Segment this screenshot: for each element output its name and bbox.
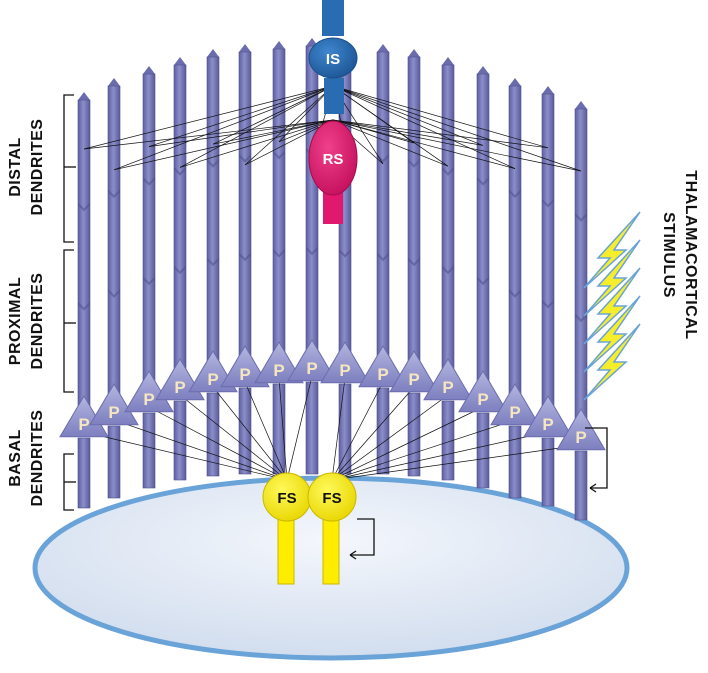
pyramidal-label: P: [542, 415, 553, 434]
pyramidal-cell: P: [358, 345, 408, 388]
fs-label-left: FS: [277, 490, 296, 507]
pyramidal-label: P: [339, 361, 350, 380]
pyramidal-cell: P: [220, 345, 270, 388]
dendrite-column: [142, 66, 156, 489]
pyramidal-label: P: [239, 365, 250, 384]
pyramidal-cell: P: [89, 383, 139, 426]
pyramidal-label: P: [306, 359, 317, 378]
is-cell: IS: [308, 0, 358, 114]
dendrite-column: [407, 49, 421, 477]
lightning-bolt-icon: [583, 295, 641, 373]
pyramidal-cell: P: [523, 395, 573, 438]
pyramidal-cell: P: [556, 408, 606, 451]
stimulus-label-line2: STIMULUS: [660, 212, 677, 298]
proximal-label: PROXIMAL DENDRITES: [7, 273, 46, 370]
dendrite-column: [305, 38, 319, 475]
pyramidal-label: P: [78, 415, 89, 434]
basal-bracket: [63, 453, 76, 511]
distal-label-line2: DENDRITES: [29, 119, 46, 216]
pyramidal-label: P: [108, 403, 119, 422]
pyramidal-label: P: [143, 390, 154, 409]
basal-label-line2: DENDRITES: [29, 410, 46, 507]
distal-label-line1: DISTAL: [7, 137, 24, 197]
fs-axon-right: [322, 515, 340, 585]
distal-label: DISTAL DENDRITES: [7, 119, 46, 216]
fs-label-right: FS: [322, 490, 341, 507]
thalamacortical-stimulus-bolts: [583, 211, 641, 401]
dendrite-column: [272, 41, 286, 475]
pyramidal-label: P: [174, 378, 185, 397]
pyramidal-cell: P: [254, 341, 304, 384]
fs-soma-right: [307, 472, 357, 522]
dendrite-column: [173, 57, 187, 481]
is-label: IS: [326, 51, 340, 68]
proximal-bracket: [63, 249, 76, 393]
distal-bracket: [63, 94, 76, 243]
dendrite-column: [441, 57, 455, 481]
proximal-label-line2: DENDRITES: [29, 273, 46, 370]
dendrite-column: [238, 44, 252, 475]
pyramidal-label: P: [477, 390, 488, 409]
pyramidal-cell: P: [389, 350, 439, 393]
lightning-bolt-icon: [583, 267, 641, 345]
dendrite-column: [541, 86, 555, 507]
basal-label: BASAL DENDRITES: [7, 410, 46, 507]
dendrite-column: [77, 92, 91, 509]
dendrite-column: [574, 101, 588, 521]
pyramidal-cell: P: [423, 358, 473, 401]
proximal-label-line1: PROXIMAL: [7, 277, 24, 365]
is-soma: [308, 37, 358, 79]
lightning-bolt-icon: [583, 323, 641, 401]
pyramidal-label: P: [575, 428, 586, 447]
is-axon-bottom: [324, 78, 344, 114]
dendrite-column: [107, 78, 121, 499]
pyramidal-label: P: [273, 361, 284, 380]
pyramidal-label: P: [442, 378, 453, 397]
dendrite-column: [508, 78, 522, 499]
dendrite-column: [206, 49, 220, 477]
rs-axon: [323, 190, 343, 224]
pyramidal-label: P: [377, 365, 388, 384]
fs-axon-left: [277, 515, 295, 585]
fs-cells: FS FS: [262, 472, 375, 585]
pyramidal-cell: P: [320, 341, 370, 384]
pyramidal-label: P: [207, 370, 218, 389]
p-feedback-arrow: [585, 427, 608, 489]
pyramidal-label: P: [408, 370, 419, 389]
lightning-bolt-icon: [583, 211, 641, 289]
pyramidal-cell: P: [287, 339, 337, 382]
lightning-bolt-icon: [583, 239, 641, 317]
pyramidal-cell: P: [490, 383, 540, 426]
pyramidal-label: P: [509, 403, 520, 422]
rs-label: RS: [323, 151, 344, 168]
is-axon-top: [322, 0, 344, 36]
rs-cell: RS: [308, 120, 358, 224]
basal-label-line1: BASAL: [7, 429, 24, 487]
fs-feedback-arrow: [350, 518, 375, 556]
rs-soma: [308, 120, 358, 196]
pyramidal-cell: P: [458, 370, 508, 413]
stimulus-label-line1: THALAMACORTICAL: [682, 170, 699, 339]
stimulus-label: THALAMACORTICAL STIMULUS: [660, 170, 699, 339]
